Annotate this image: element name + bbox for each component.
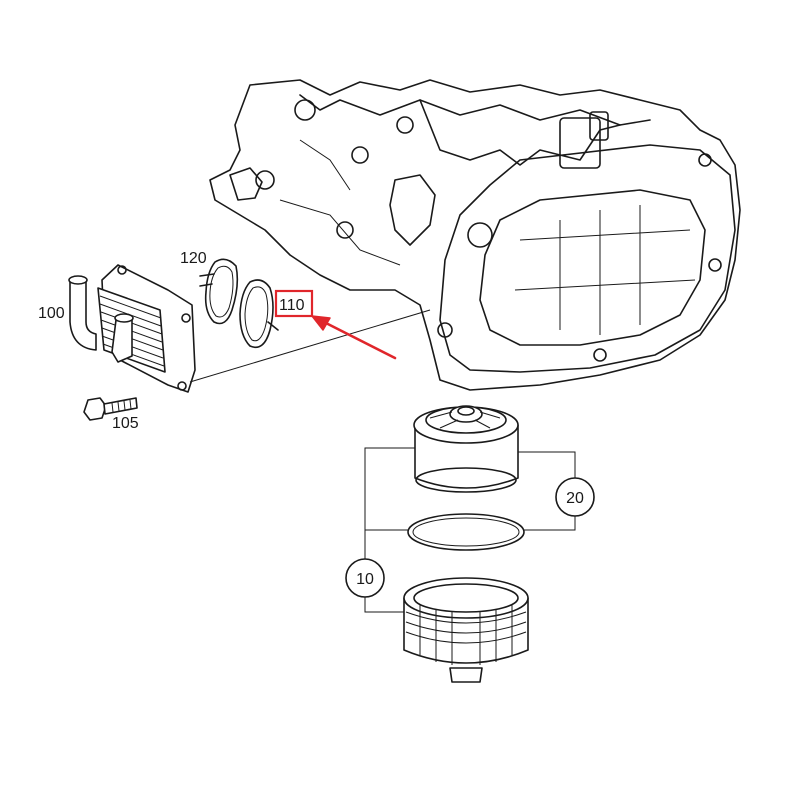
label-120: 120	[180, 250, 207, 267]
bolt	[83, 397, 138, 421]
label-105: 105	[112, 415, 139, 432]
gasket-highlighted	[239, 279, 279, 349]
cap-threads	[405, 604, 527, 665]
gasket-small	[199, 258, 239, 325]
highlight-box	[274, 289, 314, 318]
highlight-arrow	[311, 315, 397, 360]
label-110: 110	[279, 297, 305, 314]
o-ring	[407, 513, 525, 551]
label-20: 20	[566, 490, 584, 507]
oil-cooler	[68, 264, 196, 393]
oil-filter-element	[413, 405, 519, 493]
callout-10: 10	[345, 558, 385, 598]
assembly-leader-line	[189, 309, 431, 383]
label-10: 10	[356, 571, 374, 588]
oil-filter-cap	[403, 577, 529, 683]
o-ring-inner	[412, 517, 520, 547]
engine-block	[209, 79, 741, 391]
label-100: 100	[38, 305, 65, 322]
callout-20: 20	[555, 477, 595, 517]
